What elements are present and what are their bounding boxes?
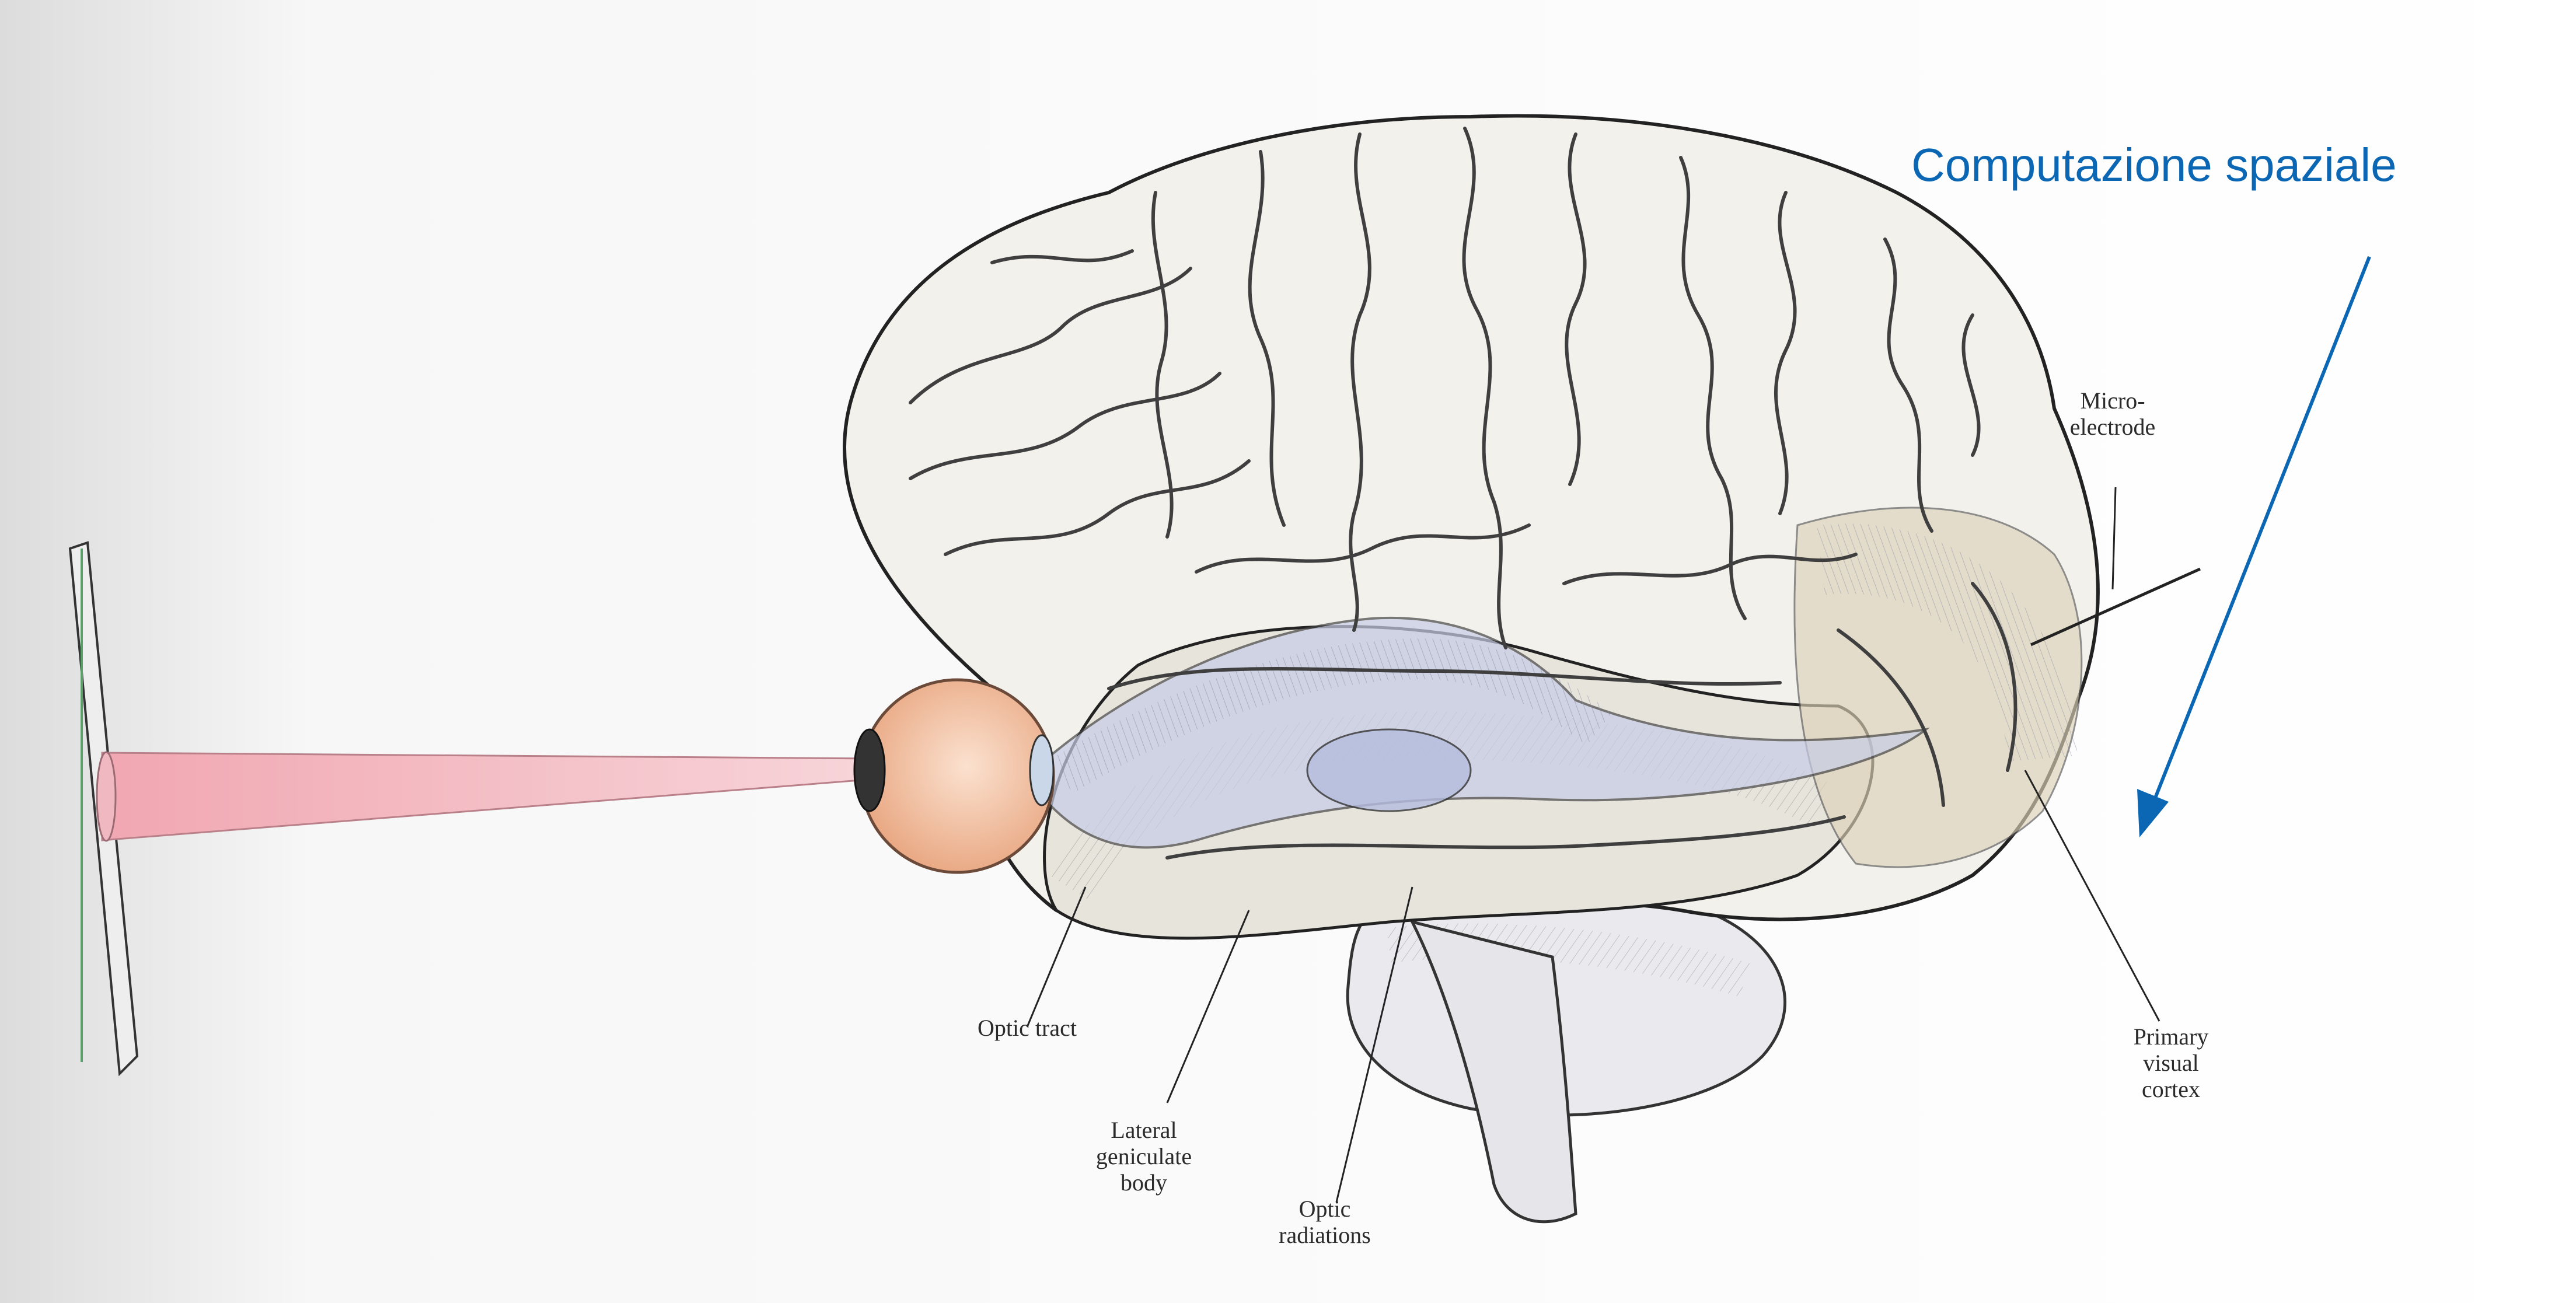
label-microelectrode-2: electrode: [2070, 414, 2156, 440]
label-microelectrode-1: Micro-: [2080, 387, 2145, 414]
label-optic-radiations-1: Optic: [1299, 1196, 1351, 1222]
label-optic-tract: Optic tract: [978, 1015, 1077, 1041]
label-primary-visual-3: cortex: [2142, 1076, 2200, 1102]
label-lateral-geniculate-1: Lateral: [1111, 1117, 1177, 1143]
caption-computazione-spaziale: Computazione spaziale: [1911, 139, 2397, 191]
label-lateral-geniculate-2: geniculate: [1096, 1143, 1192, 1169]
label-primary-visual-2: visual: [2143, 1050, 2199, 1076]
label-primary-visual-1: Primary: [2134, 1023, 2209, 1050]
label-lateral-geniculate-3: body: [1121, 1169, 1167, 1196]
label-optic-radiations-2: radiations: [1279, 1222, 1371, 1248]
